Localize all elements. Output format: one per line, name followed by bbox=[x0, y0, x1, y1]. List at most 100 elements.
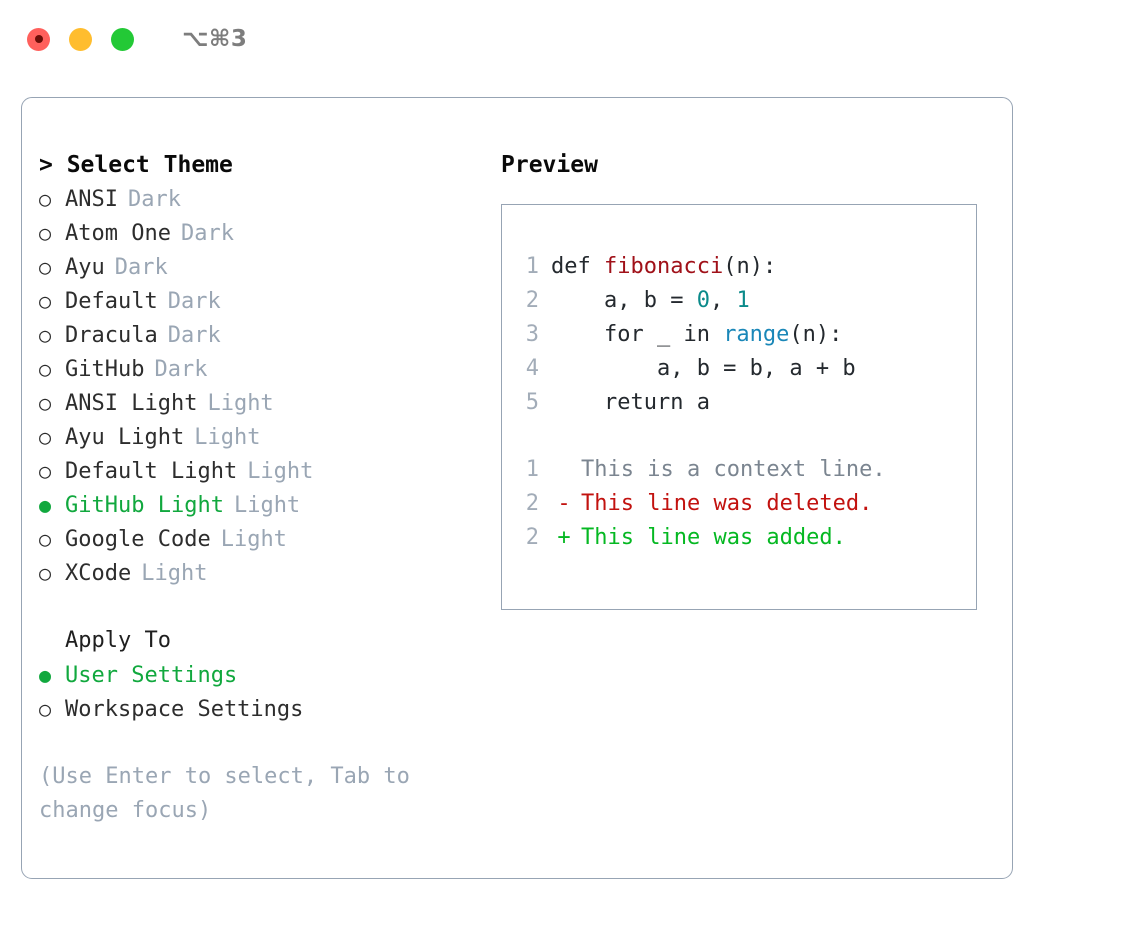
radio-unselected-icon: ○ bbox=[39, 255, 52, 279]
radio-selected-icon: ● bbox=[39, 663, 52, 687]
diff-line-text: This is a context line. bbox=[581, 457, 886, 482]
window-controls bbox=[27, 27, 134, 51]
code-line-number: 1 bbox=[525, 254, 539, 279]
radio-unselected-icon: ○ bbox=[39, 221, 52, 245]
theme-option-ayu[interactable]: ○ Ayu Dark bbox=[39, 250, 489, 284]
title-bar: ⌥⌘3 bbox=[0, 0, 1140, 78]
diff-line-text: This line was added. bbox=[581, 525, 846, 550]
preview-heading: Preview bbox=[501, 152, 598, 178]
code-token-plain: , bbox=[709, 288, 737, 313]
code-token-plain: (n): bbox=[723, 254, 777, 279]
minimize-window-button[interactable] bbox=[69, 27, 92, 51]
code-token-plain: def bbox=[551, 254, 604, 279]
theme-name-label: Ayu Light bbox=[65, 425, 185, 450]
maximize-window-button[interactable] bbox=[111, 27, 134, 51]
theme-name-label: Default bbox=[65, 289, 158, 314]
code-token-plain: for _ in bbox=[551, 322, 724, 347]
code-token-plain: (n): bbox=[789, 322, 843, 347]
code-token-plain: a, b = bbox=[551, 288, 697, 313]
theme-option-github-light[interactable]: ● GitHub Light Light bbox=[39, 488, 489, 522]
diff-line-number: 2 bbox=[525, 525, 539, 550]
code-line-number: 4 bbox=[525, 356, 539, 381]
code-token-func: fibonacci bbox=[603, 254, 724, 279]
theme-name-label: Atom One bbox=[65, 221, 171, 246]
code-token-num: 1 bbox=[736, 288, 750, 313]
theme-mode-badge: Dark bbox=[167, 323, 221, 348]
theme-option-github[interactable]: ○ GitHub Dark bbox=[39, 352, 489, 386]
theme-name-label: ANSI bbox=[65, 187, 118, 212]
code-token-plain: return a bbox=[551, 390, 710, 415]
apply-to-label: User Settings bbox=[65, 663, 238, 688]
theme-option-atom-one[interactable]: ○ Atom One Dark bbox=[39, 216, 489, 250]
radio-unselected-icon: ○ bbox=[39, 425, 52, 449]
code-line-number: 3 bbox=[525, 322, 539, 347]
radio-unselected-icon: ○ bbox=[39, 527, 52, 551]
theme-option-default[interactable]: ○ Default Dark bbox=[39, 284, 489, 318]
close-window-button[interactable] bbox=[27, 27, 50, 51]
apply-to-heading: Apply To bbox=[65, 628, 171, 653]
diff-line-context: 1 This is a context line. bbox=[513, 453, 963, 487]
diff-line-text: This line was deleted. bbox=[581, 491, 873, 516]
radio-selected-icon: ● bbox=[39, 493, 52, 517]
theme-name-label: GitHub bbox=[65, 357, 145, 382]
radio-unselected-icon: ○ bbox=[39, 561, 52, 585]
diff-line-del: 2-This line was deleted. bbox=[513, 487, 963, 521]
apply-to-list: ● User Settings ○Workspace Settings bbox=[39, 658, 489, 726]
apply-to-option-workspace-settings[interactable]: ○Workspace Settings bbox=[39, 692, 489, 726]
apply-to-option-user-settings[interactable]: ● User Settings bbox=[39, 658, 489, 692]
diff-line-number: 2 bbox=[525, 491, 539, 516]
code-line: 2 a, b = 0, 1 bbox=[513, 284, 963, 318]
diff-line-add: 2 + This line was added. bbox=[513, 521, 963, 555]
theme-name-label: Ayu bbox=[65, 255, 105, 280]
theme-mode-badge: Light bbox=[220, 527, 287, 552]
theme-mode-badge: Dark bbox=[154, 357, 208, 382]
radio-unselected-icon: ○ bbox=[39, 357, 52, 381]
code-line: 4 a, b = b, a + b bbox=[513, 352, 963, 386]
diff-sign-marker bbox=[551, 453, 577, 487]
theme-mode-badge: Dark bbox=[180, 221, 234, 246]
code-token-plain: a, b = b, a + b bbox=[551, 356, 856, 381]
diff-sign-marker: + bbox=[557, 525, 571, 550]
code-line: 5 return a bbox=[513, 386, 963, 420]
diff-sign-marker: - bbox=[557, 491, 571, 516]
select-theme-heading: > Select Theme bbox=[39, 152, 233, 178]
theme-mode-badge: Dark bbox=[167, 289, 221, 314]
theme-mode-badge: Dark bbox=[114, 255, 168, 280]
theme-option-xcode[interactable]: ○ XCode Light bbox=[39, 556, 489, 590]
theme-name-label: Google Code bbox=[65, 527, 211, 552]
theme-option-google-code[interactable]: ○ Google Code Light bbox=[39, 522, 489, 556]
radio-unselected-icon: ○ bbox=[39, 323, 52, 347]
radio-unselected-icon: ○ bbox=[39, 391, 52, 415]
code-token-call: range bbox=[723, 322, 790, 347]
theme-name-label: GitHub Light bbox=[65, 493, 224, 518]
diff-line-number: 1 bbox=[525, 457, 539, 482]
code-line-number: 2 bbox=[525, 288, 539, 313]
theme-name-label: XCode bbox=[65, 561, 132, 586]
apply-to-label: Workspace Settings bbox=[65, 697, 304, 722]
keyboard-shortcut-label: ⌥⌘3 bbox=[182, 26, 248, 52]
theme-mode-badge: Light bbox=[141, 561, 208, 586]
radio-unselected-icon: ○ bbox=[39, 459, 52, 483]
code-token-num: 0 bbox=[696, 288, 710, 313]
code-line: 1 def fibonacci(n): bbox=[513, 250, 963, 284]
radio-unselected-icon: ○ bbox=[39, 187, 52, 211]
theme-option-dracula[interactable]: ○ Dracula Dark bbox=[39, 318, 489, 352]
theme-name-label: Dracula bbox=[65, 323, 158, 348]
code-line: 3 for _ in range(n): bbox=[513, 318, 963, 352]
theme-name-label: Default Light bbox=[65, 459, 238, 484]
diff-sample: 1 This is a context line.2-This line was… bbox=[513, 453, 963, 555]
theme-mode-badge: Light bbox=[233, 493, 301, 518]
radio-unselected-icon: ○ bbox=[39, 289, 52, 313]
keyboard-hint-text: (Use Enter to select, Tab to change focu… bbox=[39, 764, 410, 823]
